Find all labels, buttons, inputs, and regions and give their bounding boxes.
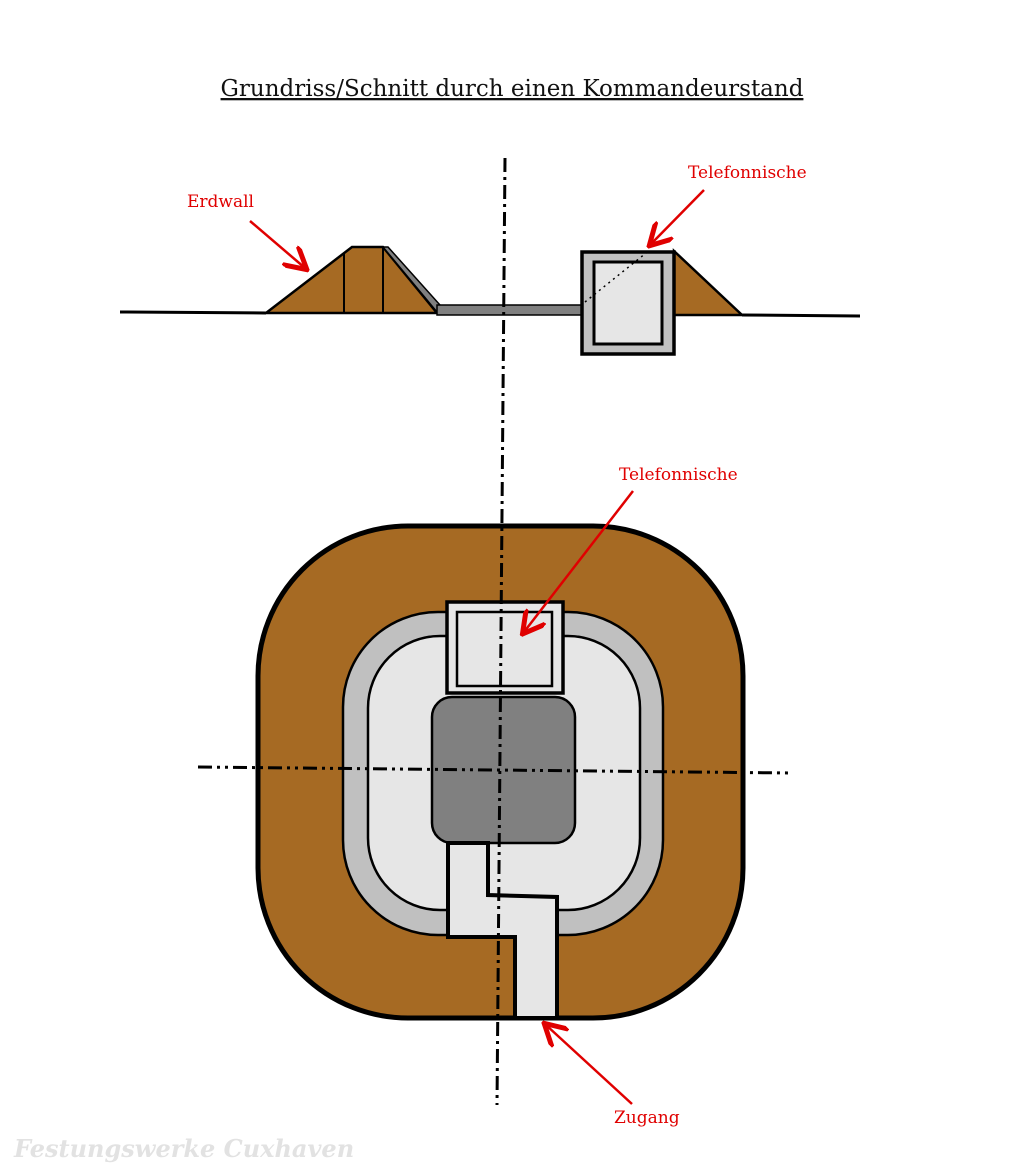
arrow-telefonnische-section (651, 189, 705, 244)
label-telefonnische-section: Telefonnische (688, 163, 807, 183)
horizontal-axis (197, 765, 793, 775)
ground-line-right (741, 313, 861, 318)
trench-floor (436, 304, 584, 316)
telefonnische-plan-inner (455, 610, 554, 688)
ground-line-left (119, 310, 267, 315)
arrow-telefonnische-plan (524, 490, 634, 632)
vertical-axis (495, 157, 507, 1106)
dotted-line (584, 252, 647, 303)
watermark: Festungswerke Cuxhaven (13, 1134, 354, 1163)
telefonnische-section-inner (592, 260, 664, 346)
arrow-erdwall (249, 220, 305, 268)
section-view (119, 245, 861, 356)
earth-wall-right (672, 248, 746, 317)
telefonnische-plan-outer (445, 600, 565, 695)
diagram-title: Grundriss/Schnitt durch einen Kommandeur… (221, 76, 804, 102)
label-erdwall: Erdwall (187, 192, 254, 212)
access-corridor (446, 841, 559, 1020)
label-zugang: Zugang (614, 1108, 680, 1128)
arrow-zugang (546, 1025, 633, 1105)
label-telefonnische-plan: Telefonnische (619, 465, 738, 485)
